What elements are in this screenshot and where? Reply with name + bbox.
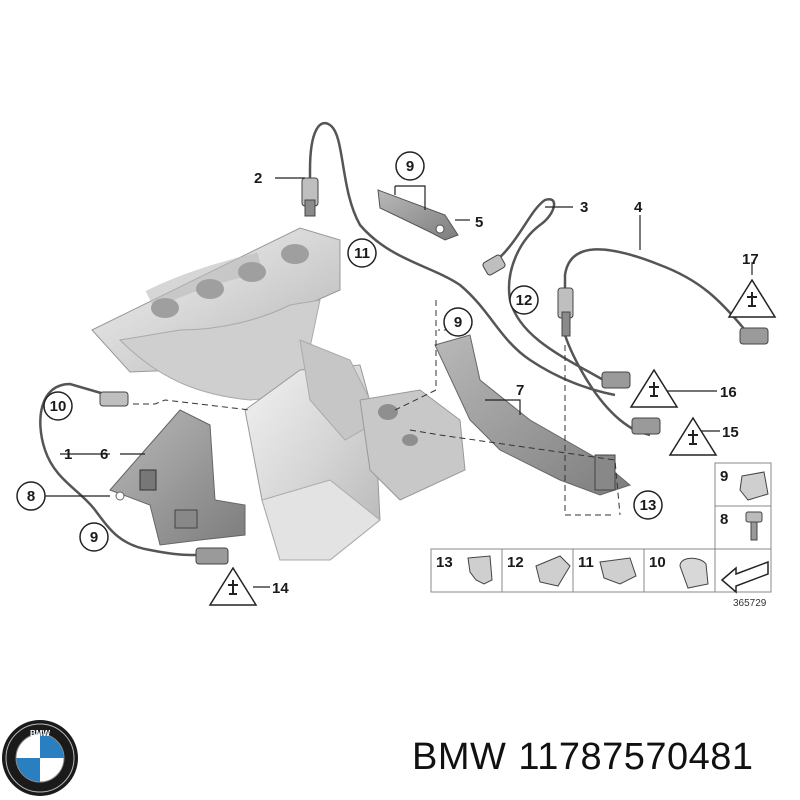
clip-10-icon (679, 557, 709, 589)
arrow-icon (720, 560, 769, 594)
circled-callout-11: 11 (347, 238, 377, 268)
callout-5: 5 (475, 214, 483, 231)
table-label-8: 8 (720, 511, 728, 528)
dashed-leaders (133, 300, 621, 516)
svg-text:13: 13 (640, 497, 657, 514)
circled-callout-9-mid: 9 (443, 307, 473, 337)
clip-9-icon (739, 471, 769, 501)
table-label-9: 9 (720, 468, 728, 485)
bmw-logo: BMW (2, 720, 78, 796)
circled-callout-8: 8 (16, 481, 46, 511)
callout-4: 4 (634, 199, 643, 216)
warning-triangle-icon (727, 278, 777, 318)
part-number: 11787570481 (518, 736, 754, 778)
bracket-6 (109, 409, 246, 546)
oxygen-sensors (99, 177, 769, 565)
bolt-8-icon (745, 511, 763, 541)
part-number-caption: BMW 11787570481 (412, 736, 792, 784)
reference-number: 365729 (733, 598, 767, 609)
callout-1: 1 (64, 446, 72, 463)
svg-text:8: 8 (27, 488, 35, 505)
warning-triangle-icon (668, 416, 718, 456)
exhaust-manifold (91, 227, 341, 401)
svg-text:11: 11 (354, 245, 370, 262)
table-label-12: 12 (507, 554, 524, 571)
parts-table: 13 12 11 10 9 8 365729 (430, 462, 772, 609)
warning-triangle-icon (629, 368, 679, 408)
clip-13-icon (467, 555, 493, 585)
callout-2: 2 (254, 170, 262, 187)
table-label-13: 13 (436, 554, 453, 571)
svg-text:9: 9 (406, 158, 414, 175)
svg-text:9: 9 (90, 529, 98, 546)
svg-text:9: 9 (454, 314, 462, 331)
callout-14: 14 (272, 580, 289, 597)
leader-lines (45, 177, 753, 588)
brand-name: BMW (412, 736, 507, 778)
circled-callout-9-bottom: 9 (79, 522, 109, 552)
circled-callout-10: 10 (43, 391, 73, 421)
callout-16: 16 (720, 384, 737, 401)
table-label-10: 10 (649, 554, 666, 571)
clip-12-icon (535, 555, 571, 587)
svg-text:10: 10 (50, 398, 67, 415)
bracket-5 (377, 189, 459, 241)
circled-callout-12: 12 (509, 285, 539, 315)
callout-6: 6 (100, 446, 108, 463)
bracket-7 (434, 334, 632, 496)
circled-callout-9-top: 9 (395, 151, 425, 181)
callout-7: 7 (516, 382, 524, 399)
callout-17: 17 (742, 251, 759, 268)
table-label-11: 11 (578, 554, 594, 571)
circled-callout-13: 13 (633, 490, 663, 520)
clip-11-icon (599, 557, 637, 585)
callout-3: 3 (580, 199, 588, 216)
catalytic-converter (244, 339, 466, 561)
callout-15: 15 (722, 424, 739, 441)
warning-triangle-icon (208, 566, 258, 606)
svg-text:BMW: BMW (30, 729, 50, 738)
svg-text:12: 12 (516, 292, 533, 309)
